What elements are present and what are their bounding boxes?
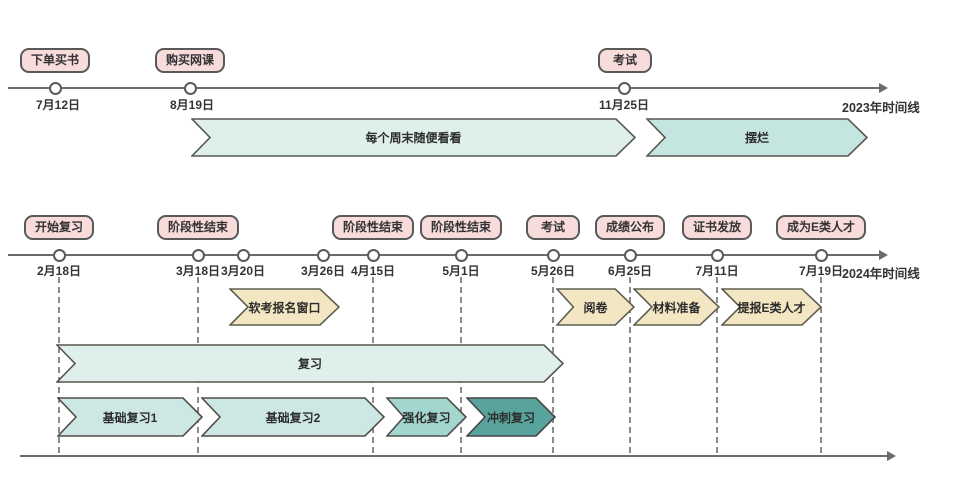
stage-arrow-label: 冲刺复习 — [486, 410, 535, 425]
dashed-guide — [820, 277, 822, 453]
phase-arrow-slacking: 摆烂 — [646, 118, 868, 157]
milestone-box: 开始复习 — [23, 215, 95, 240]
tick-circle — [184, 82, 197, 95]
date-label: 3月20日 — [220, 264, 266, 278]
phase-arrow-label: 每个周末随便看看 — [365, 131, 462, 145]
tick-circle — [711, 249, 724, 262]
tick-circle — [49, 82, 62, 95]
date-label: 3月26日 — [300, 264, 346, 278]
tick-circle — [367, 249, 380, 262]
phase-arrow-casual-watching: 每个周末随便看看 — [191, 118, 636, 157]
window-arrow-label: 阅卷 — [583, 300, 608, 315]
milestone-box: 阶段性结束 — [419, 215, 503, 240]
milestone-box: 下单买书 — [19, 48, 91, 73]
axis-caption-2023: 2023年时间线 — [842, 101, 920, 115]
axis-arrowhead-icon — [887, 451, 896, 461]
window-arrow-label: 材料准备 — [652, 300, 701, 315]
stage-arrow-sprint: 冲刺复习 — [466, 397, 556, 437]
date-label: 8月19日 — [169, 98, 215, 112]
stage-arrow-intensive: 强化复习 — [386, 397, 467, 437]
date-label: 3月18日 — [175, 264, 221, 278]
stage-arrow-label: 基础复习2 — [265, 410, 321, 425]
date-label: 7月12日 — [35, 98, 81, 112]
dashed-guide — [58, 277, 60, 453]
stage-arrow-label: 强化复习 — [402, 410, 451, 425]
timeline-axis-2024 — [8, 254, 880, 256]
review-phase-arrow: 复习 — [56, 344, 564, 383]
date-label: 5月26日 — [530, 264, 576, 278]
window-arrow-label: 软考报名窗口 — [248, 300, 321, 315]
tick-circle — [53, 249, 66, 262]
phase-arrow-label: 摆烂 — [744, 131, 769, 145]
dashed-guide — [629, 277, 631, 453]
tick-circle — [618, 82, 631, 95]
tick-circle — [317, 249, 330, 262]
axis-arrowhead-icon — [879, 250, 888, 260]
stage-arrow-label: 基础复习1 — [102, 410, 158, 425]
window-arrow-e-talent: 提报E类人才 — [721, 288, 822, 326]
date-label: 11月25日 — [598, 98, 650, 112]
window-arrow-materials: 材料准备 — [633, 288, 720, 326]
milestone-box: 购买网课 — [154, 48, 226, 73]
timeline-axis-2023 — [8, 87, 880, 89]
date-label: 2月18日 — [36, 264, 82, 278]
tick-circle — [624, 249, 637, 262]
stage-arrow-basic2: 基础复习2 — [201, 397, 385, 437]
date-label: 5月1日 — [442, 264, 480, 278]
tick-circle — [192, 249, 205, 262]
date-label: 7月19日 — [798, 264, 844, 278]
milestone-box: 证书发放 — [681, 215, 753, 240]
window-arrow-label: 提报E类人才 — [737, 300, 806, 315]
milestone-box: 成绩公布 — [594, 215, 666, 240]
axis-arrowhead-icon — [879, 83, 888, 93]
tick-circle — [547, 249, 560, 262]
milestone-box: 成为E类人才 — [775, 215, 867, 240]
bottom-baseline — [20, 455, 888, 457]
milestone-box: 考试 — [597, 48, 653, 73]
date-label: 4月15日 — [350, 264, 396, 278]
axis-caption-2024: 2024年时间线 — [842, 267, 920, 281]
window-arrow-registration: 软考报名窗口 — [229, 288, 340, 326]
tick-circle — [237, 249, 250, 262]
tick-circle — [455, 249, 468, 262]
review-phase-label: 复习 — [297, 357, 322, 371]
milestone-box: 阶段性结束 — [156, 215, 240, 240]
tick-circle — [815, 249, 828, 262]
stage-arrow-basic1: 基础复习1 — [57, 397, 203, 437]
dashed-guide — [716, 277, 718, 453]
milestone-box: 考试 — [525, 215, 581, 240]
date-label: 7月11日 — [695, 264, 739, 278]
window-arrow-grading: 阅卷 — [556, 288, 635, 326]
date-label: 6月25日 — [607, 264, 653, 278]
milestone-box: 阶段性结束 — [331, 215, 415, 240]
